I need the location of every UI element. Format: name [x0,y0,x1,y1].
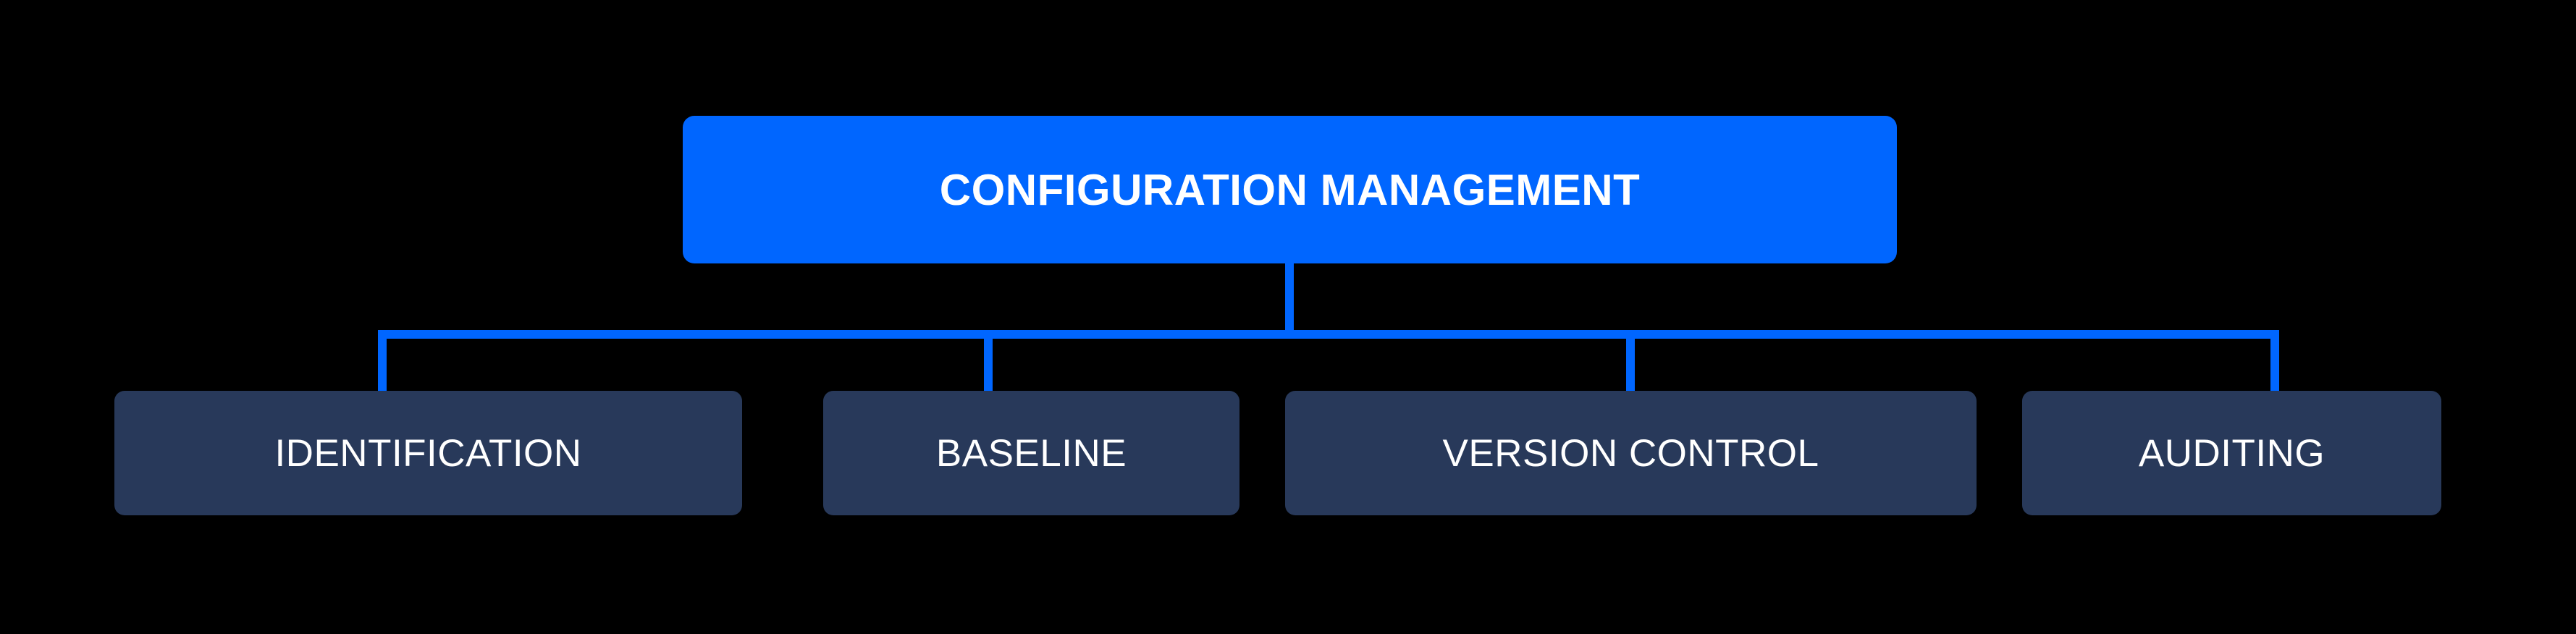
node-baseline[interactable]: BASELINE [823,391,1239,515]
node-root-label: CONFIGURATION MANAGEMENT [939,165,1641,214]
node-version-control-label: VERSION CONTROL [1442,431,1819,475]
node-baseline-label: BASELINE [935,431,1127,475]
node-identification-label: IDENTIFICATION [274,431,582,475]
node-auditing-label: AUDITING [2138,431,2325,475]
node-identification[interactable]: IDENTIFICATION [114,391,742,515]
node-configuration-management[interactable]: CONFIGURATION MANAGEMENT [683,116,1897,263]
node-version-control[interactable]: VERSION CONTROL [1285,391,1977,515]
node-auditing[interactable]: AUDITING [2022,391,2441,515]
